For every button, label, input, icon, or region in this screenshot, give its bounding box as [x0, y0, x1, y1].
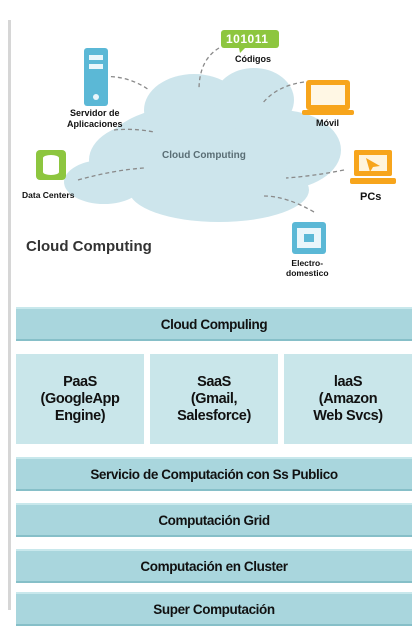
data-center-icon: [36, 150, 66, 180]
appliance-icon: [292, 222, 326, 254]
pc-icon: [350, 150, 396, 184]
left-border: [8, 20, 11, 610]
cloud-inner-label: Cloud Computing: [162, 150, 246, 161]
grid-computing-layer: Computación Grid: [16, 503, 412, 537]
codes-binary-label: 101011: [226, 32, 269, 46]
cloud-illustration-graphic: [36, 30, 396, 254]
codes-icon: [221, 30, 279, 53]
mobile-icon: [302, 80, 354, 115]
pcs-label: PCs: [360, 191, 382, 203]
mobile-label: Móvil: [316, 118, 340, 128]
codes-label: Códigos: [235, 54, 271, 64]
iaas-tile: laaS (Amazon Web Svcs): [284, 354, 412, 444]
saas-tile: SaaS (Gmail, Salesforce): [150, 354, 278, 444]
cloud-illustration: 101011 Códigos Servidor de Aplicaciones …: [14, 0, 416, 295]
server-label: Servidor de Aplicaciones: [67, 108, 123, 129]
server-icon: [84, 48, 108, 106]
cloud-shape: [64, 68, 341, 222]
paas-tile: PaaS (GoogleApp Engine): [16, 354, 144, 444]
connection-arrows: [77, 47, 345, 213]
super-computing-layer: Super Computación: [16, 592, 412, 626]
cloud-computing-band: Cloud Compuling: [16, 307, 412, 341]
cloud-title: Cloud Computing: [26, 238, 152, 255]
public-services-layer: Servicio de Computación con Ss Publico: [16, 457, 412, 491]
appliance-label: Electro- domestico: [286, 258, 329, 278]
data-centers-label: Data Centers: [22, 190, 75, 200]
cluster-computing-layer: Computación en Cluster: [16, 549, 412, 583]
service-tiles: PaaS (GoogleApp Engine) SaaS (Gmail, Sal…: [16, 354, 412, 444]
